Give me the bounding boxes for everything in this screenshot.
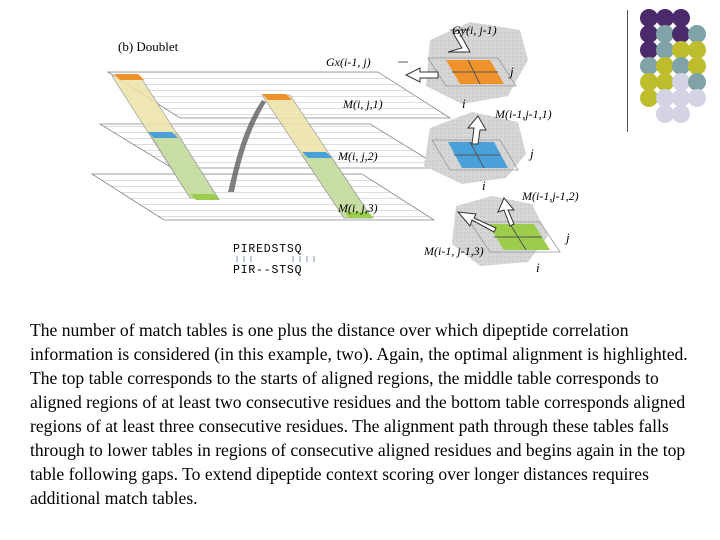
decor-dot (656, 73, 674, 91)
label-m-bottom-top: M(i-1,j-1,2) (521, 189, 579, 203)
decor-dot (672, 73, 690, 91)
decor-dot (672, 105, 690, 123)
detail-top: Gy(i, j-1) Gx(i-1, j) j i (326, 22, 528, 111)
decor-dot (672, 9, 690, 27)
label-table-bottom: M(i, j,3) (337, 201, 378, 215)
decor-dot (656, 9, 674, 27)
decor-dot (656, 25, 674, 43)
decor-dot (656, 57, 674, 75)
decor-dot (688, 73, 706, 91)
cell-orange-left (114, 74, 144, 80)
label-table-middle: M(i, j,2) (337, 149, 378, 163)
decor-dot (672, 25, 690, 43)
decor-dot (688, 57, 706, 75)
cell-blue-left (148, 132, 178, 138)
decor-dot (672, 57, 690, 75)
decor-dot (656, 105, 674, 123)
doublet-figure: (b) Doublet M(i, j,1) M(i, j,2) M(i, j,3… (90, 22, 579, 277)
layer-bottom (90, 173, 436, 221)
label-i-middle: i (482, 178, 486, 193)
label-gy: Gy(i, j-1) (452, 23, 497, 37)
decor-dot (640, 9, 658, 27)
decor-dot (656, 41, 674, 59)
sequence-top: PIREDSTSQ (233, 243, 302, 256)
decor-dot (640, 57, 658, 75)
label-j-top: j (508, 64, 514, 79)
panel-title: (b) Doublet (118, 39, 179, 54)
decor-dot (656, 89, 674, 107)
decor-dot (688, 25, 706, 43)
label-table-top: M(i, j,1) (342, 97, 383, 111)
label-j-middle: j (528, 146, 534, 161)
decor-dot (688, 41, 706, 59)
gap-ribbon (228, 100, 266, 192)
decor-dot (640, 73, 658, 91)
cell-green-right (344, 212, 374, 218)
decor-dot (672, 41, 690, 59)
cell-green-left (190, 194, 220, 200)
cell-blue-right (302, 152, 332, 158)
label-j-bottom: j (564, 230, 570, 245)
alignment-ticks (236, 256, 315, 262)
label-m-middle: M(i-1,j-1,1) (494, 107, 552, 121)
decor-dot (688, 89, 706, 107)
label-gx: Gx(i-1, j) (326, 55, 371, 69)
sequence-bottom: PIR--STSQ (233, 264, 302, 277)
decor-dot (640, 41, 658, 59)
caption-text: The number of match tables is one plus t… (30, 320, 688, 508)
label-i-top: i (462, 96, 466, 111)
decorative-divider (627, 10, 628, 132)
decor-dot (640, 25, 658, 43)
label-m-bottom-bottom: M(i-1, j-1,3) (423, 244, 484, 258)
decor-dot (640, 89, 658, 107)
detail-middle: M(i-1,j-1,1) j i (424, 107, 552, 193)
detail-bottom: M(i-1,j-1,2) M(i-1, j-1,3) j i (423, 189, 579, 275)
cell-orange-right (262, 94, 292, 100)
label-i-bottom: i (536, 260, 540, 275)
decor-dot (672, 89, 690, 107)
